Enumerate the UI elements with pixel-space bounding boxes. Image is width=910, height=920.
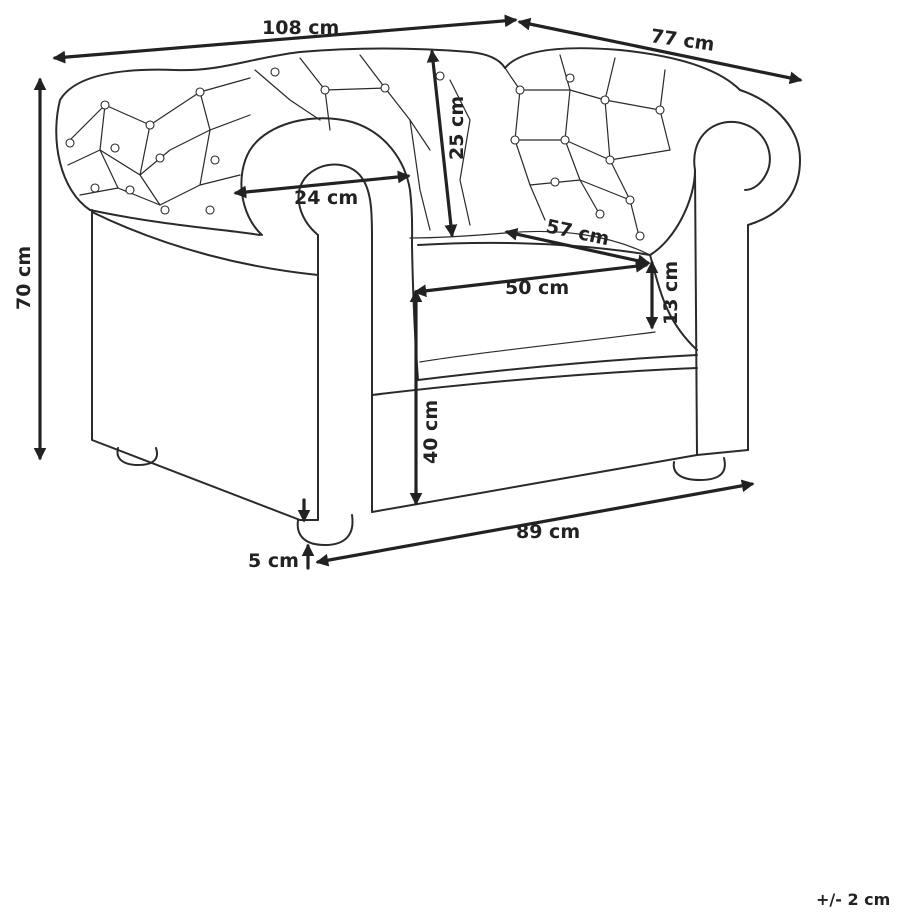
base-width-arrow	[315, 479, 755, 567]
foot-front-right	[672, 457, 726, 481]
base-front-top	[371, 367, 698, 396]
right-arm-inner-edge	[649, 169, 696, 256]
armrest-width-label: 24 cm	[294, 187, 358, 209]
leg-height-label: 5 cm	[248, 550, 299, 572]
overall-width-label: 108 cm	[262, 17, 339, 39]
armchair-drawing	[55, 47, 801, 546]
left-side-panel	[91, 209, 319, 521]
back-tufting-right	[449, 54, 671, 241]
right-arm-scroll-inner	[693, 120, 771, 191]
left-arm-scroll	[240, 117, 414, 246]
tolerance-note: +/- 2 cm	[816, 890, 890, 909]
dimension-lines	[33, 14, 803, 570]
cushion-height-label: 13 cm	[660, 261, 682, 325]
armrest-width-arrow	[233, 170, 411, 199]
right-arm-front-inner	[694, 169, 698, 456]
overall-depth-arrow	[517, 17, 803, 85]
back-tufting-left	[67, 54, 431, 231]
seat-width-arrow	[413, 259, 649, 298]
tuft-buttons	[65, 67, 665, 241]
overall-height-label: 70 cm	[13, 246, 35, 310]
base-width-label: 89 cm	[516, 521, 580, 543]
seat-depth-arrow	[504, 227, 651, 268]
seat-cushion-top	[417, 241, 651, 256]
foot-back-left	[116, 447, 158, 466]
seat-cushion-front	[417, 354, 698, 381]
seat-width-label: 50 cm	[505, 277, 569, 299]
back-lower-edge	[89, 209, 261, 236]
overall-width-arrow	[52, 14, 518, 64]
seat-cushion-inner-line	[419, 331, 656, 363]
left-arm-scroll-inner	[297, 163, 373, 241]
base-right-bottom	[696, 449, 749, 456]
backrest-height-label: 25 cm	[446, 96, 468, 160]
left-arm-side-top	[91, 211, 319, 276]
right-arm-scroll	[739, 89, 801, 226]
backrest-height-arrow	[426, 49, 458, 238]
seat-height-label: 40 cm	[420, 400, 442, 464]
